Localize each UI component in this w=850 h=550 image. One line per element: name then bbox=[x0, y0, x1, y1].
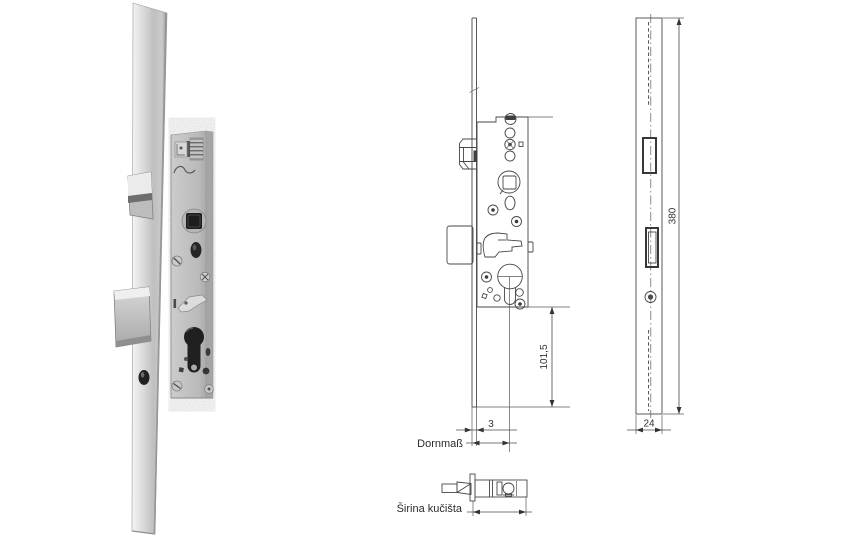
cross-section-drawing: Širina kučišta bbox=[397, 473, 532, 516]
cs-latch bbox=[441, 481, 472, 496]
photo-adjustment-rack bbox=[186, 137, 204, 161]
photo-oval-hole bbox=[190, 242, 202, 258]
fv-hook-cutout bbox=[645, 227, 659, 268]
sv-oval bbox=[504, 195, 516, 211]
photo-deadbolt bbox=[113, 286, 152, 348]
sv-dim-lower-length: 101,5 bbox=[539, 307, 555, 407]
product-photo bbox=[113, 2, 214, 535]
cs-internals bbox=[489, 480, 517, 497]
photo-spring bbox=[173, 165, 196, 174]
sv-case bbox=[476, 116, 529, 308]
cs-case bbox=[474, 479, 528, 498]
sv-follower bbox=[497, 170, 521, 195]
sv-screws-top bbox=[504, 113, 524, 162]
sv-euro-cylinder bbox=[497, 263, 523, 305]
housing-width-label: Širina kučišta bbox=[397, 502, 463, 515]
cs-dim-housing-width: Širina kučišta bbox=[397, 497, 532, 516]
front-view-drawing: 380 24 bbox=[627, 14, 684, 434]
photo-small-holes bbox=[171, 348, 214, 394]
sv-latch-bolt bbox=[459, 138, 478, 170]
sv-screw bbox=[487, 204, 499, 216]
sv-deadbolt bbox=[446, 225, 474, 265]
photo-latch-bolt bbox=[127, 171, 154, 220]
sv-faceplate bbox=[469, 17, 480, 408]
dim-width-value: 24 bbox=[643, 419, 655, 430]
photo-lever bbox=[173, 294, 208, 313]
photo-plate-screw-hole bbox=[138, 370, 150, 385]
fv-dim-width: 24 bbox=[627, 415, 671, 434]
photo-screw bbox=[171, 255, 183, 267]
photo-screw bbox=[199, 271, 211, 283]
dim-lower-length-value: 101,5 bbox=[539, 344, 550, 369]
fv-screw-hole bbox=[644, 291, 657, 303]
photo-follower bbox=[181, 208, 207, 234]
sv-dim-backset: Dornmaß bbox=[417, 438, 517, 450]
sv-extension-lines bbox=[471, 276, 570, 452]
fv-dim-length: 380 bbox=[663, 17, 684, 415]
fv-faceplate bbox=[635, 17, 663, 415]
photo-faceplate bbox=[131, 2, 168, 535]
side-view-drawing: 3 Dornmaß 101,5 bbox=[417, 17, 570, 452]
fv-latch-cutout bbox=[642, 137, 657, 174]
sv-screws-bottom bbox=[481, 271, 526, 310]
sv-hook-lever bbox=[476, 232, 534, 258]
sv-screw bbox=[511, 216, 522, 227]
photo-case-notch bbox=[174, 141, 188, 158]
photo-cylinder-hole bbox=[184, 327, 204, 373]
dim-length-value: 380 bbox=[668, 207, 679, 224]
backset-label: Dornmaß bbox=[417, 438, 463, 450]
dim-plate-thickness-value: 3 bbox=[488, 419, 494, 430]
sv-dim-plate-thickness: 3 bbox=[456, 419, 517, 433]
